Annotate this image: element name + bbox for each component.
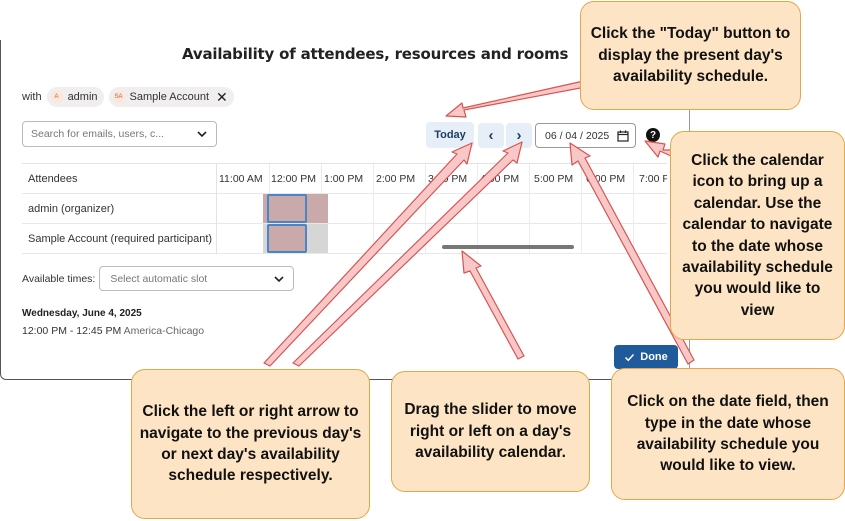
timezone: America-Chicago xyxy=(123,325,205,337)
selected-time: 12:00 PM - 12:45 PM xyxy=(22,325,122,337)
available-times-label: Available times: xyxy=(22,272,96,285)
prev-day-button[interactable]: ‹ xyxy=(478,123,504,148)
hour-label: 12:00 PM xyxy=(271,173,316,185)
chevron-down-icon xyxy=(274,275,284,282)
check-icon xyxy=(625,353,635,361)
callout-today: Click the "Today" button to display the … xyxy=(580,1,801,110)
callout-date-field: Click on the date field, then type in th… xyxy=(611,368,845,500)
today-button[interactable]: Today xyxy=(426,122,474,148)
grid-header-row: Attendees 11:00 AM 12:00 PM 1:00 PM 2:00… xyxy=(22,164,667,194)
chip-label: Sample Account xyxy=(129,91,210,103)
date-value: 06 / 04 / 2025 xyxy=(545,129,610,142)
horizontal-scrollbar[interactable] xyxy=(442,245,574,249)
available-times-row: Available times: Select automatic slot xyxy=(22,266,295,291)
with-label: with xyxy=(22,91,42,103)
hour-label: 3:00 PM xyxy=(428,173,468,185)
callout-arrows: Click the left or right arrow to navigat… xyxy=(131,369,370,519)
callout-calendar-icon: Click the calendar icon to bring up a ca… xyxy=(670,131,845,340)
selected-date: Wednesday, June 4, 2025 xyxy=(22,308,142,319)
done-label: Done xyxy=(640,351,668,363)
grid-row-admin: admin (organizer) xyxy=(22,194,667,224)
chevron-right-icon: › xyxy=(516,127,522,144)
next-day-button[interactable]: › xyxy=(506,123,532,148)
chevron-down-icon xyxy=(197,131,207,138)
chip-label: admin xyxy=(67,91,98,103)
avatar: A xyxy=(50,91,63,103)
calendar-icon[interactable] xyxy=(617,130,629,142)
availability-grid: Attendees 11:00 AM 12:00 PM 1:00 PM 2:00… xyxy=(22,163,667,254)
grid-line xyxy=(529,164,530,254)
selected-time-row: 12:00 PM - 12:45 PM America-Chicago xyxy=(22,325,204,337)
hour-label: 1:00 PM xyxy=(324,173,364,185)
grid-row-sample-account: Sample Account (required participant) xyxy=(22,224,667,254)
avatar: SA xyxy=(112,91,125,103)
hour-label: 5:00 PM xyxy=(534,173,574,185)
grid-line xyxy=(373,164,374,254)
chip-admin[interactable]: A admin xyxy=(46,87,104,107)
selected-slot[interactable] xyxy=(267,224,307,253)
hour-label: 7:00 PM xyxy=(639,173,667,185)
done-button[interactable]: Done xyxy=(614,345,678,369)
search-placeholder: Search for emails, users, c... xyxy=(31,128,165,140)
attendees-header: Attendees xyxy=(22,164,217,194)
chip-sample-account[interactable]: SA Sample Account ✕ xyxy=(108,87,234,107)
selected-slot[interactable] xyxy=(267,194,307,223)
search-input[interactable]: Search for emails, users, c... xyxy=(22,121,217,147)
chevron-left-icon: ‹ xyxy=(488,127,494,144)
date-field[interactable]: 06 / 04 / 2025 xyxy=(535,123,636,148)
attendee-name: admin (organizer) xyxy=(22,194,217,224)
grid-line xyxy=(477,164,478,254)
grid-line xyxy=(425,164,426,254)
slot-placeholder: Select automatic slot xyxy=(110,272,208,285)
help-icon[interactable]: ? xyxy=(646,128,660,142)
grid-line xyxy=(633,164,634,254)
hour-label: 11:00 AM xyxy=(219,173,263,185)
hour-label: 2:00 PM xyxy=(376,173,416,185)
hour-label: 6:00 PM xyxy=(586,173,626,185)
hour-label: 4:00 PM xyxy=(480,173,520,185)
attendee-name: Sample Account (required participant) xyxy=(22,224,217,254)
attendee-chips-row: with A admin SA Sample Account ✕ xyxy=(22,87,234,107)
dialog-title: Availability of attendees, resources and… xyxy=(182,45,569,63)
callout-slider: Drag the slider to move right or left on… xyxy=(391,371,590,492)
automatic-slot-select[interactable]: Select automatic slot xyxy=(99,266,295,291)
close-icon[interactable]: ✕ xyxy=(216,88,228,105)
grid-line xyxy=(581,164,582,254)
